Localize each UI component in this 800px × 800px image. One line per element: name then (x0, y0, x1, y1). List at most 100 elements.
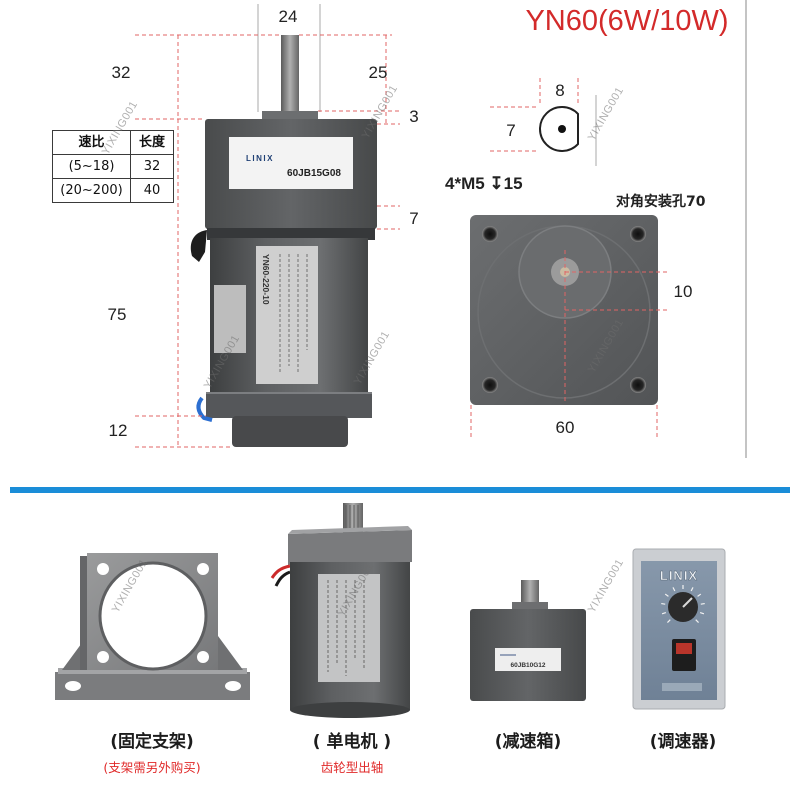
flange-dimension-lines (470, 250, 668, 437)
bracket-hole (197, 651, 209, 663)
dim-shaft-flat: 8 (555, 81, 564, 100)
mount-hole (630, 226, 646, 242)
caption-motor-note: 齿轮型出轴 (320, 760, 384, 775)
dial-tick (664, 593, 669, 597)
lead-wire-red (270, 564, 291, 579)
ratio-cell: (20~200) (53, 179, 131, 202)
bracket-hole (197, 563, 209, 575)
ratio-length-table: 速比 长度 (5~18) 32 (20~200) 40 (52, 130, 174, 203)
nameplate-print (279, 254, 308, 374)
power-switch-rocker (676, 643, 692, 654)
dial-tick (699, 611, 705, 615)
lead-wire (196, 396, 213, 422)
mount-hole (482, 226, 498, 242)
gear-teeth (345, 505, 359, 531)
header-ratio: 速比 (53, 131, 131, 154)
motor-flange-top (288, 526, 412, 534)
mount-hole (482, 377, 498, 393)
shaft-cross-section (490, 78, 597, 166)
dim-end-cap: 12 (109, 421, 128, 440)
dim-shaft-length-right: 25 (369, 63, 388, 82)
dial-tick (695, 619, 699, 623)
dim-collar: 3 (409, 107, 418, 126)
caption-gearbox-name: (减速箱) (494, 732, 562, 752)
dim-shaft-offset: 10 (674, 282, 693, 301)
gearbox-model: 60JB15G08 (287, 168, 341, 179)
table-row: (5~18) 32 (53, 154, 173, 178)
gearbox-small-label (495, 648, 561, 671)
gearbox-boss (512, 602, 548, 610)
single-motor-image (270, 503, 412, 718)
bracket-gusset (218, 636, 243, 670)
bracket-hole (97, 563, 109, 575)
motor-can-bottom (290, 702, 410, 718)
controller-nameplate (662, 683, 702, 691)
header-length: 长度 (138, 135, 165, 150)
dial-tick (661, 602, 666, 605)
dim-shaft-width: 24 (279, 7, 298, 26)
dial-tick (667, 619, 671, 623)
caption-controller-name: (调速器) (649, 732, 717, 752)
table-header-row: 速比 长度 (53, 131, 173, 154)
dim-shaft-length-left: 32 (112, 63, 131, 82)
section-divider (10, 487, 790, 493)
dim-shaft-height: 7 (506, 121, 515, 140)
gearbox-label (229, 137, 353, 189)
model-title: YN60(6W/10W) (525, 5, 728, 37)
cable-clamp (190, 230, 207, 262)
mount-holes-spec: 4*M5 ↧15 (445, 174, 523, 193)
motor-can-label-print (327, 580, 365, 676)
dial-tick (697, 593, 702, 597)
caption-bracket-name: (固定支架) (110, 732, 194, 752)
mounting-bracket-image (55, 553, 250, 700)
base-slot (225, 681, 241, 691)
controller-brand: LINIX (660, 568, 698, 583)
geared-motor-side-view: LINIX 60JB15G08 YN60-220-10 (190, 35, 377, 447)
length-cell: 32 (143, 159, 161, 174)
bracket-bore (98, 561, 208, 671)
mount-hole (630, 377, 646, 393)
side-view-dimension-lines (135, 4, 400, 448)
bracket-hole (97, 651, 109, 663)
caption-gearbox: (减速箱) (443, 731, 613, 753)
bracket-plate-edge (80, 556, 88, 670)
dim-motor-length: 75 (108, 305, 127, 324)
diagonal-holes-spec: 对角安装孔70 (616, 193, 706, 210)
caption-controller: (调速器) (598, 731, 768, 753)
caption-bracket: (固定支架) (支架需另外购买) (67, 731, 237, 777)
dial-tick (690, 587, 694, 592)
output-shaft (281, 35, 299, 115)
speed-dial-pointer (682, 597, 693, 608)
caption-motor-name: ( 单电机 ) (312, 732, 392, 752)
speed-controller-image: LINIX (632, 548, 726, 710)
controller-panel (641, 561, 717, 700)
dial-tick (700, 602, 705, 605)
base-slot (65, 681, 81, 691)
ratio-cell: (5~18) (53, 155, 131, 178)
gearbox-shaft (521, 580, 539, 606)
length-cell: 40 (143, 183, 161, 198)
dim-flange-width: 60 (556, 418, 575, 437)
dial-tick (672, 587, 676, 592)
shaft-center (558, 125, 566, 133)
lead-wire-black (274, 570, 291, 587)
gearbox-brand: LINIX (246, 154, 274, 163)
dial-tick (661, 611, 667, 615)
flange-joint (207, 228, 375, 240)
bracket-base (55, 672, 250, 700)
gearbox-small-model: 60JB10G12 (510, 662, 545, 669)
table-row: (20~200) 40 (53, 178, 173, 202)
dial-scale (661, 585, 705, 623)
motor-rim (206, 392, 372, 418)
gearbox-image: 60JB10G12 (470, 580, 586, 701)
bracket-base-top (58, 668, 247, 674)
motor-flange (288, 530, 412, 565)
gearbox-boss (262, 111, 318, 121)
caption-bracket-note: (支架需另外购买) (103, 760, 201, 775)
motor-model: YN60-220-10 (261, 254, 271, 305)
motor-can-label (318, 574, 380, 682)
end-cap (232, 416, 348, 447)
dim-flange-step: 7 (409, 209, 418, 228)
